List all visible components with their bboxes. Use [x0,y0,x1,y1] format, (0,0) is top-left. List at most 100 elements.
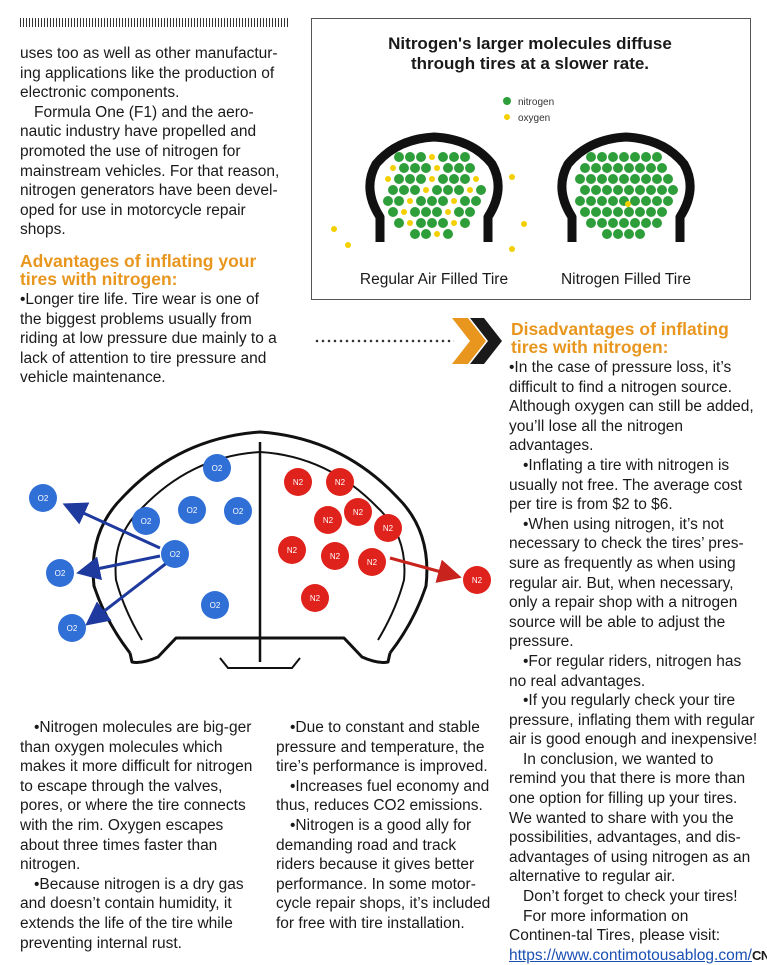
nitrogen-dot [591,207,601,217]
rim-base [219,657,301,669]
advantage-paragraph-molecules: •Nitrogen molecules are big-ger than oxy… [20,719,253,874]
escape-arrow [62,502,161,550]
legend-oxygen-dot [504,114,510,120]
intro-paragraph-1: uses too as well as other manufactur-ing… [20,45,278,102]
advantage-paragraph-fuel: •Increases fuel economy and thus, reduce… [276,777,490,815]
o2-molecule [46,559,74,587]
infographic-title-line1: Nitrogen's larger molecules diffuse [388,34,672,53]
disadvantage-paragraph-1: •In the case of pressure loss, it’s diff… [509,359,754,455]
nitrogen-dot [449,152,459,162]
escaped-oxygen-dot [509,174,515,180]
oxygen-dot [451,198,457,204]
nitrogen-dot [613,207,623,217]
nitrogen-dot [635,229,645,239]
escaped-oxygen-dot [521,221,527,227]
o2-molecule-label: O2 [55,569,66,578]
o2-molecule [178,496,206,524]
oxygen-dot [407,220,413,226]
nitrogen-dot [416,152,426,162]
nitrogen-dot [641,218,651,228]
nitrogen-dot [421,229,431,239]
disadvantage-paragraph-3: •When using nitrogen, it’s not necessary… [509,515,744,651]
nitrogen-dot [602,185,612,195]
disadvantages-heading: Disadvantages of inflating tires with ni… [511,319,729,357]
regular-tire-molecules [331,152,527,252]
disadvantages-column: •In the case of pressure loss, it’s diff… [509,358,767,965]
o2-molecule-label: O2 [170,550,181,559]
nitrogen-dot [575,174,585,184]
nitrogen-dot [575,196,585,206]
nitrogen-dot [416,218,426,228]
nitrogen-dot [460,152,470,162]
nitrogen-dot [394,174,404,184]
nitrogen-dot [438,218,448,228]
nitrogen-dot [624,229,634,239]
nitrogen-dot [646,207,656,217]
disadvantage-paragraph-2: •Inflating a tire with nitrogen is usual… [509,456,743,514]
nitrogen-dot [591,185,601,195]
nitrogen-dot [586,152,596,162]
nitrogen-dot [476,185,486,195]
nitrogen-dot [416,196,426,206]
n2-molecule [374,514,402,542]
nitrogen-dot [597,174,607,184]
nitrogen-dot [657,207,667,217]
dotted-leader [314,339,454,343]
legend-nitrogen-dot [503,97,511,105]
conclusion-paragraph: In conclusion, we wanted to remind you t… [509,750,751,886]
nitrogen-dot [635,163,645,173]
nitrogen-dot [460,218,470,228]
n2-molecule [358,548,386,576]
advantage-paragraph-pressure: •Due to constant and stable pressure and… [276,719,488,776]
blog-link[interactable]: https://www.contimotousablog.com/ [509,946,752,964]
nitrogen-dot [586,174,596,184]
nitrogen-dot [443,229,453,239]
n2-molecule-label: N2 [383,524,394,533]
nitrogen-dot [410,163,420,173]
escape-arrows [62,502,462,626]
o2-molecule-label: O2 [212,464,223,473]
nitrogen-dot [641,174,651,184]
nitrogen-dot [460,196,470,206]
end-mark-logo: CN [751,947,767,963]
n2-molecule [284,468,312,496]
nitrogen-dot [668,185,678,195]
o2-molecule [132,507,160,535]
caption-nitrogen-tire: Nitrogen Filled Tire [561,271,691,288]
escaped-oxygen-dot [509,246,515,252]
check-tires-line: Don’t forget to check your tires! [523,888,738,906]
advantages-column-1: •Nitrogen molecules are big-ger than oxy… [20,718,266,953]
nitrogen-dot [591,163,601,173]
intro-paragraph-2: Formula One (F1) and the aero-nautic ind… [20,103,280,239]
nitrogen-dot [454,185,464,195]
nitrogen-dot [427,196,437,206]
nitrogen-dot [630,174,640,184]
nitrogen-dot [602,229,612,239]
nitrogen-dot [394,196,404,206]
nitrogen-dot [608,152,618,162]
more-info-text: For more information on Continen-tal Tir… [509,907,721,945]
n2-molecule-label: N2 [367,558,378,567]
nitrogen-dot [652,174,662,184]
nitrogen-dot [388,185,398,195]
nitrogen-dot [443,185,453,195]
o2-molecule [58,614,86,642]
nitrogen-dot [652,196,662,206]
nitrogen-dot [608,218,618,228]
nitrogen-dot [597,218,607,228]
oxygen-dot [473,176,479,182]
n2-molecule [301,584,329,612]
nitrogen-dot [624,163,634,173]
o2-molecule [224,497,252,525]
nitrogen-dot [427,218,437,228]
disadvantage-paragraph-5: •If you regularly check your tire pressu… [509,692,758,749]
o2-molecule [203,454,231,482]
nitrogen-dot [613,229,623,239]
top-rule [20,18,288,27]
escaped-oxygen-dot [331,226,337,232]
nitrogen-dot [586,218,596,228]
oxygen-dot [434,165,440,171]
nitrogen-infographic: Nitrogen's larger molecules diffuse thro… [311,18,751,300]
